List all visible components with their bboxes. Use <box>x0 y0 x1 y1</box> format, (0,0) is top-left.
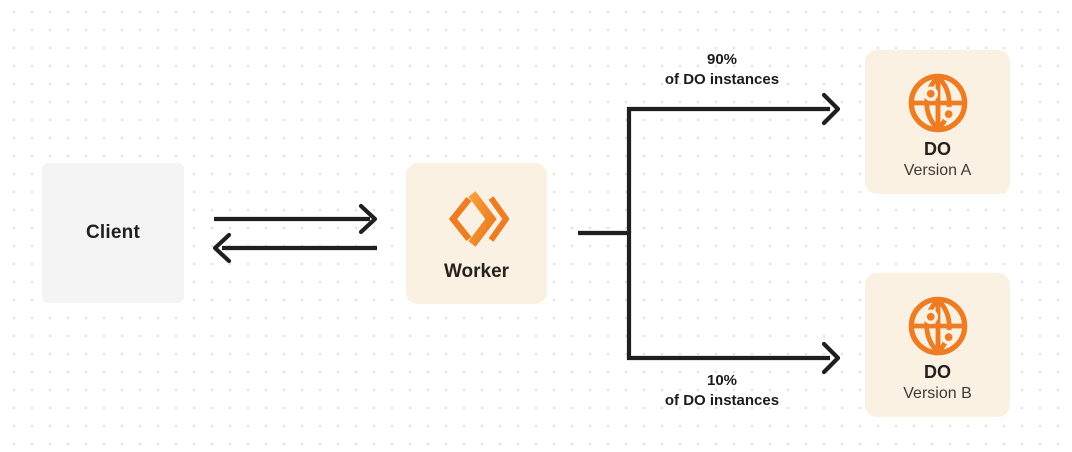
branch-90-percent: 90% <box>706 51 738 68</box>
branch-10-caption: of DO instances <box>664 392 780 409</box>
do-b-title: DO <box>924 362 951 382</box>
do-version-b-node: DO Version B <box>865 273 1010 417</box>
branch-90-arrowhead-icon <box>821 92 841 126</box>
do-version-a-node: DO Version A <box>865 50 1010 194</box>
client-to-worker-arrowhead-icon <box>358 203 378 235</box>
branch-90-caption: of DO instances <box>664 71 780 88</box>
globe-icon <box>907 295 969 357</box>
worker-to-client-arrowhead-icon <box>212 232 232 264</box>
worker-label: Worker <box>443 260 510 282</box>
do-b-subtitle: Version B <box>903 385 972 402</box>
branch-10-line <box>626 231 830 361</box>
workers-icon <box>445 189 509 249</box>
client-label: Client <box>86 222 140 243</box>
do-a-subtitle: Version A <box>903 162 972 179</box>
branch-10-arrowhead-icon <box>821 341 841 375</box>
worker-node: Worker <box>406 163 547 304</box>
branch-10-label: 10% of DO instances <box>622 371 822 411</box>
branch-10-percent: 10% <box>706 372 738 389</box>
branch-90-line <box>626 106 830 233</box>
do-a-title: DO <box>924 139 951 159</box>
globe-icon <box>907 72 969 134</box>
client-node: Client <box>42 163 184 303</box>
branch-90-label: 90% of DO instances <box>622 50 822 90</box>
